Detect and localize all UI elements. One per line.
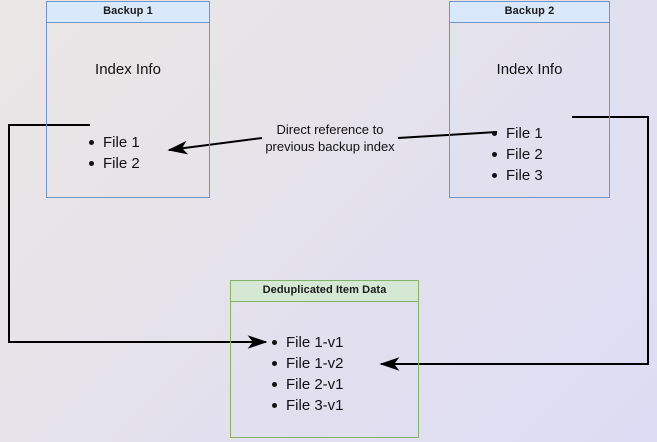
node-backup-2[interactable]: Backup 2 Index Info File 1 File 2 File 3 [449, 1, 610, 198]
deduplicated-file-list: File 1-v1 File 1-v2 File 2-v1 File 3-v1 [270, 332, 344, 416]
list-item: File 1 [490, 123, 543, 144]
list-item: File 2-v1 [270, 374, 344, 395]
backup-2-file-list: File 1 File 2 File 3 [490, 123, 543, 186]
backup-2-index-info-label: Index Info [496, 61, 563, 78]
node-backup-1-body: Index Info File 1 File 2 [47, 23, 209, 197]
node-backup-2-header: Backup 2 [450, 2, 609, 23]
node-deduplicated-body: File 1-v1 File 1-v2 File 2-v1 File 3-v1 [231, 302, 418, 437]
backup-1-file-list: File 1 File 2 [87, 132, 140, 174]
list-item: File 1 [87, 132, 140, 153]
edge-label-line-1: Direct reference to [276, 122, 384, 137]
node-deduplicated-item-data[interactable]: Deduplicated Item Data File 1-v1 File 1-… [230, 280, 419, 438]
list-item: File 1-v2 [270, 353, 344, 374]
list-item: File 2 [87, 153, 140, 174]
list-item: File 3-v1 [270, 395, 344, 416]
backup-1-index-info-label: Index Info [95, 61, 161, 78]
node-backup-1[interactable]: Backup 1 Index Info File 1 File 2 [46, 1, 210, 198]
node-deduplicated-header: Deduplicated Item Data [231, 281, 418, 302]
edge-label-direct-reference: Direct reference to previous backup inde… [262, 121, 398, 155]
list-item: File 1-v1 [270, 332, 344, 353]
list-item: File 3 [490, 165, 543, 186]
node-backup-1-header: Backup 1 [47, 2, 209, 23]
node-backup-2-body: Index Info File 1 File 2 File 3 [450, 23, 609, 197]
list-item: File 2 [490, 144, 543, 165]
edge-label-line-2: previous backup index [265, 139, 395, 154]
